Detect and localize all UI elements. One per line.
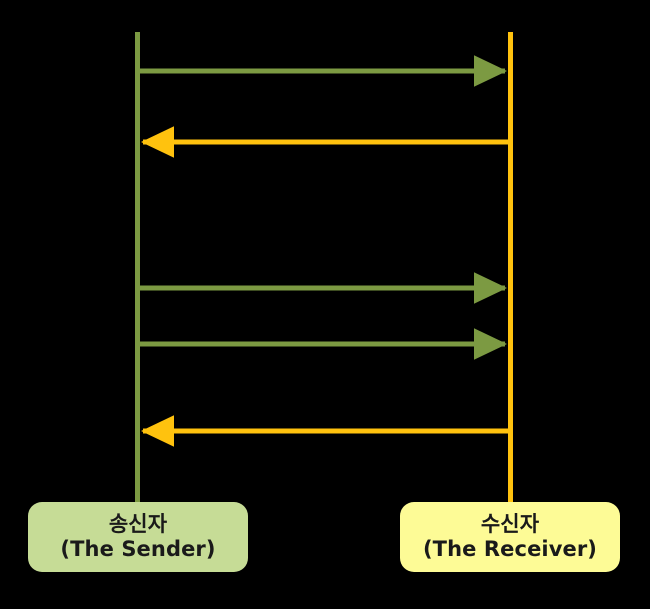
actor-sender-name-ko: 송신자 bbox=[108, 512, 168, 537]
actor-receiver-name-en: (The Receiver) bbox=[422, 537, 597, 561]
actor-box-sender[interactable]: 송신자 (The Sender) bbox=[28, 502, 248, 572]
actor-sender-name-en: (The Sender) bbox=[60, 537, 216, 561]
actor-box-receiver[interactable]: 수신자 (The Receiver) bbox=[400, 502, 620, 572]
actor-receiver-name-ko: 수신자 bbox=[480, 512, 540, 537]
